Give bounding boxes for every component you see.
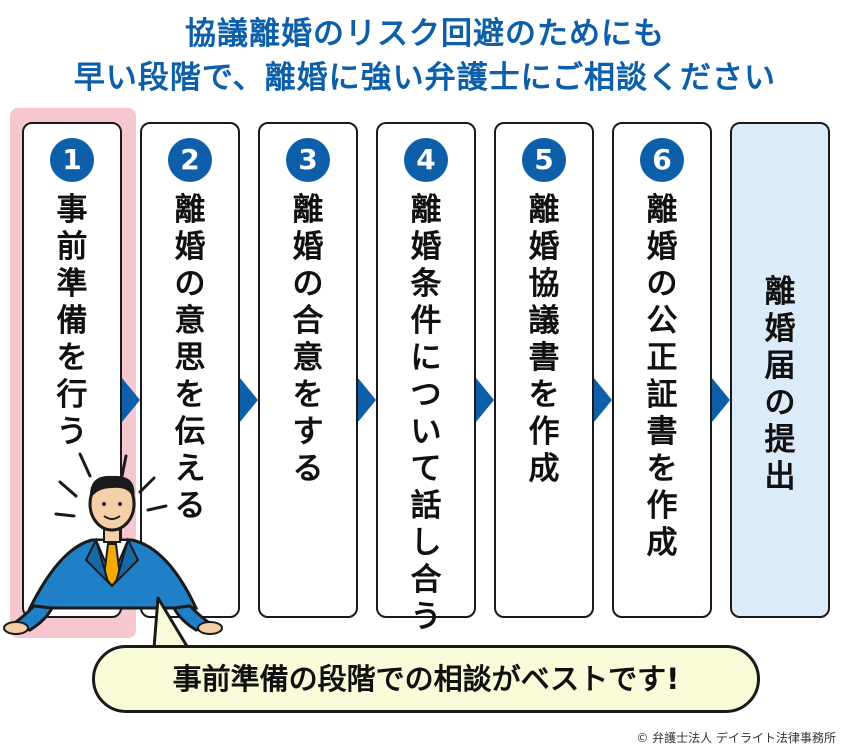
copyright-credit: © 弁護士法人 デイライト法律事務所 [636,731,836,745]
step-label: 離婚の公正証書を作成 [646,192,678,561]
step-arrow-2 [240,378,258,422]
step-label: 事前準備を行う [56,192,88,450]
step-number-badge: 3 [286,138,330,182]
step-arrow-3 [358,378,376,422]
step-arrow-4 [476,378,494,422]
step-label: 離婚の意思を伝える [174,192,206,524]
step-card-6: 6 離婚の公正証書を作成 [612,122,712,618]
step-card-4: 4 離婚条件について話し合う [376,122,476,635]
page-title-line2: 早い段階で、離婚に強い弁護士にご相談ください [73,60,777,96]
step-label: 離婚条件について話し合う [410,192,442,635]
step-card-1: 1 事前準備を行う [22,122,122,618]
step-arrow-6 [712,378,730,422]
step-number-badge: 6 [640,138,684,182]
step-card-3: 3 離婚の合意をする [258,122,358,618]
step-arrow-5 [594,378,612,422]
advice-speech-bubble: 事前準備の段階での相談がベストです! [92,645,760,713]
step-number-badge: 1 [50,138,94,182]
step-number-badge: 5 [522,138,566,182]
businessman-illustration [3,452,223,635]
step-number-badge: 2 [168,138,212,182]
step-number-badge: 4 [404,138,448,182]
step-card-7: 離婚届の提出 [730,122,830,618]
step-label: 離婚協議書を作成 [528,192,560,487]
step-card-5: 5 離婚協議書を作成 [494,122,594,618]
step-card-2: 2 離婚の意思を伝える [140,122,240,618]
step-arrow-1 [122,378,140,422]
step-label: 離婚の合意をする [292,192,324,487]
step-label: 離婚届の提出 [764,274,796,495]
page-title-line1: 協議離婚のリスク回避のためにも [185,16,665,52]
